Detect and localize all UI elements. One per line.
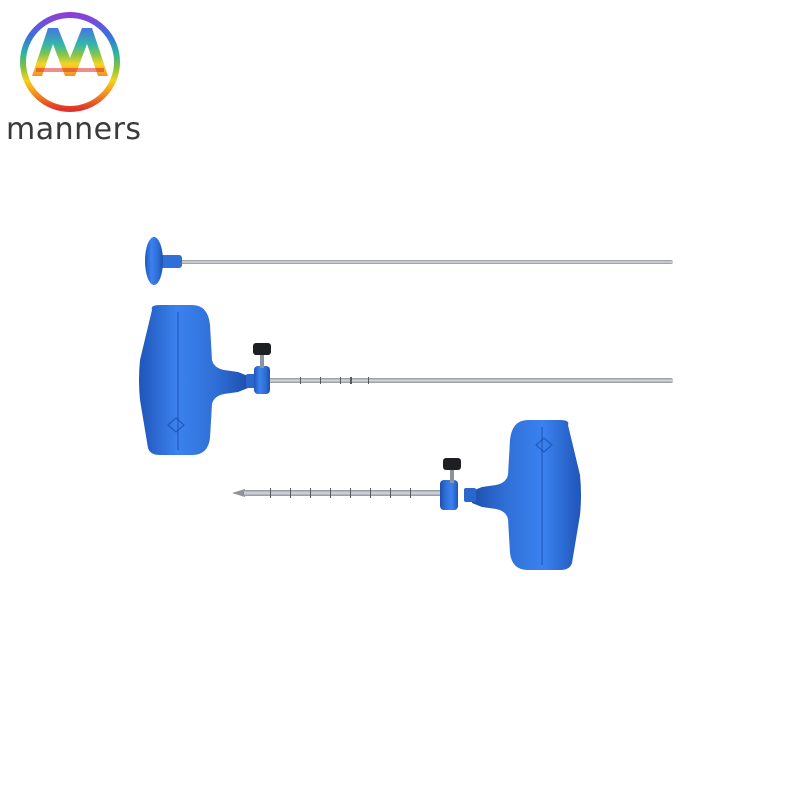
cannula-handle: [139, 305, 248, 455]
t-handle-cannula: [139, 305, 673, 455]
cannula-depth-markings: [300, 377, 369, 384]
trocar-handle: [472, 420, 581, 570]
brand-logo: manners: [0, 0, 142, 150]
cannula-collar: [246, 374, 256, 388]
trocar-depth-markings: [270, 488, 411, 498]
trocar-knob: [443, 458, 461, 470]
trocar-tip: [232, 489, 245, 497]
stylet-cap-neck: [158, 255, 182, 268]
cannula-depth-stop: [254, 366, 270, 394]
trocar-knob-stem: [450, 467, 454, 483]
rainbow-m-logo-icon: [20, 12, 120, 112]
stylet-shaft: [176, 260, 673, 264]
trocar-collar: [464, 488, 476, 502]
trocar-shaft: [244, 490, 442, 496]
brand-name: manners: [6, 112, 142, 147]
cannula-knob-stem: [260, 352, 264, 368]
cannula-knob: [253, 343, 271, 355]
cannula-shaft: [262, 378, 673, 383]
t-handle-trocar-needle: [232, 420, 581, 570]
trocar-depth-stop: [440, 480, 458, 510]
stylet: [145, 237, 673, 285]
stylet-cap: [145, 237, 163, 285]
